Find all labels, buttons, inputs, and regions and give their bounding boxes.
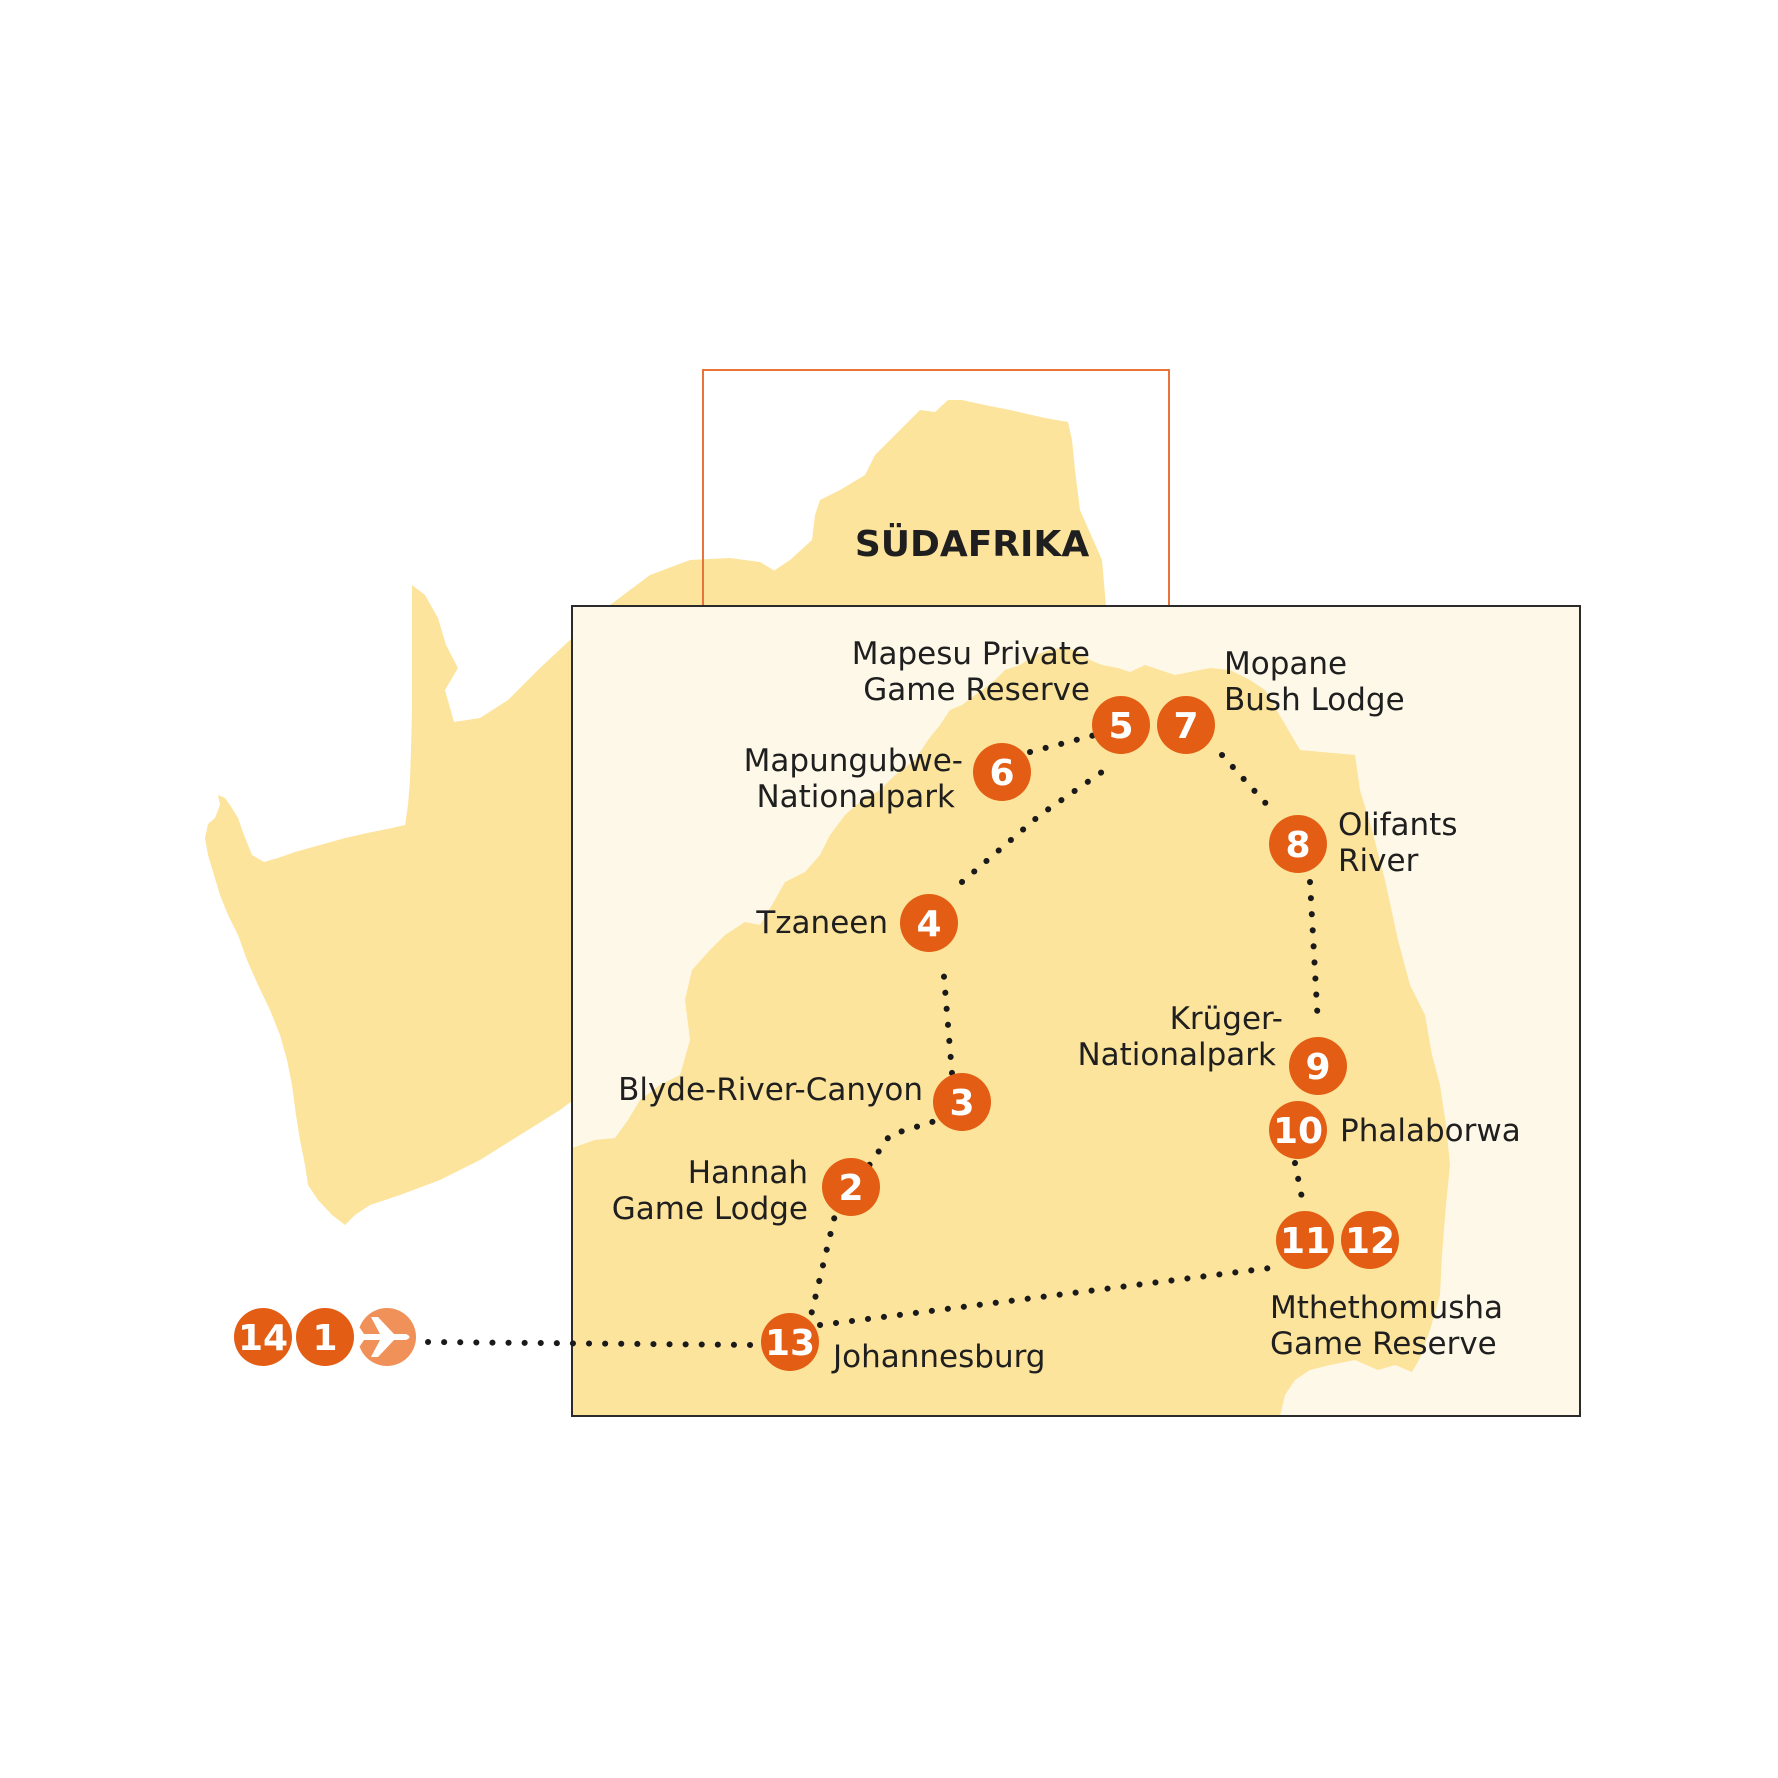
stop-marker-9[interactable]: 9 — [1289, 1037, 1347, 1095]
stop-marker-2-number: 2 — [838, 1168, 863, 1209]
stop-label-tzaneen: Tzaneen — [755, 905, 888, 941]
inset-map-frame — [571, 605, 1581, 1417]
stop-marker-14-number: 14 — [238, 1318, 288, 1359]
airplane-icon — [356, 1317, 410, 1357]
stop-marker-7-number: 7 — [1173, 706, 1198, 747]
stop-label-mapungubwe-line1: Mapungubwe- — [744, 743, 963, 779]
stop-label-olifants-line2: River — [1338, 843, 1419, 879]
stop-marker-1-circle — [296, 1308, 354, 1366]
stop-marker-8[interactable]: 8 — [1269, 815, 1327, 873]
stop-marker-7[interactable]: 7 — [1157, 696, 1215, 754]
stop-label-mapungubwe-line2: Nationalpark — [756, 779, 955, 815]
airport-marker[interactable] — [356, 1308, 416, 1366]
stop-marker-13-number: 13 — [765, 1323, 815, 1364]
stop-label-kruger-line1: Krüger- — [1170, 1001, 1283, 1037]
stop-marker-9-number: 9 — [1305, 1047, 1330, 1088]
stop-marker-3-number: 3 — [949, 1083, 974, 1124]
stop-marker-10-number: 10 — [1273, 1111, 1323, 1152]
route-line — [425, 732, 1321, 1348]
stop-label-mapesu-line2: Game Reserve — [863, 672, 1090, 708]
stop-marker-5-number: 5 — [1108, 706, 1133, 747]
stop-label-olifants-line1: Olifants — [1338, 807, 1458, 843]
stop-marker-13[interactable]: 13 — [761, 1313, 819, 1371]
stop-marker-10[interactable]: 10 — [1269, 1101, 1327, 1159]
stop-label-mthethomusha-line1: Mthethomusha — [1270, 1290, 1503, 1326]
stop-marker-1-number: 1 — [312, 1318, 337, 1359]
stop-label-hannah-line2: Game Lodge — [612, 1191, 808, 1227]
stop-marker-6[interactable]: 6 — [973, 743, 1031, 801]
stop-marker-2[interactable]: 2 — [822, 1158, 880, 1216]
stop-label-hannah-line1: Hannah — [688, 1155, 808, 1191]
stop-marker-10-circle — [1269, 1101, 1327, 1159]
inset-region-land — [572, 648, 1450, 1416]
stop-label-phalaborwa: Phalaborwa — [1340, 1113, 1521, 1149]
stop-marker-8-circle — [1269, 815, 1327, 873]
stop-marker-9-circle — [1289, 1037, 1347, 1095]
stop-marker-14-circle — [234, 1308, 292, 1366]
stop-markers: 14 1 13 Johannesburg 2 Hannah Game Lodge… — [234, 636, 1521, 1375]
stop-marker-11-number: 11 — [1280, 1221, 1330, 1262]
stop-marker-6-circle — [973, 743, 1031, 801]
stop-marker-12-number: 12 — [1345, 1221, 1395, 1262]
stop-marker-4-circle — [900, 894, 958, 952]
stop-marker-3[interactable]: 3 — [933, 1073, 991, 1131]
country-label: SÜDAFRIKA — [855, 523, 1090, 565]
stop-marker-5[interactable]: 5 — [1092, 696, 1150, 754]
stop-marker-12[interactable]: 12 — [1341, 1211, 1399, 1269]
stop-marker-11[interactable]: 11 — [1276, 1211, 1334, 1269]
stop-marker-12-circle — [1341, 1211, 1399, 1269]
stop-marker-8-number: 8 — [1285, 825, 1310, 866]
stop-marker-1[interactable]: 1 — [296, 1308, 354, 1366]
stop-label-blyde-river-canyon: Blyde-River-Canyon — [618, 1072, 923, 1108]
northern-land — [747, 400, 1106, 606]
stop-marker-14[interactable]: 14 — [234, 1308, 292, 1366]
stop-marker-13-circle — [761, 1313, 819, 1371]
stop-marker-11-circle — [1276, 1211, 1334, 1269]
stop-marker-4-number: 4 — [916, 904, 941, 945]
stop-label-johannesburg: Johannesburg — [831, 1339, 1045, 1375]
stop-label-mapesu-line1: Mapesu Private — [852, 636, 1090, 672]
stop-label-kruger-line2: Nationalpark — [1077, 1037, 1276, 1073]
stop-marker-5-circle — [1092, 696, 1150, 754]
stop-marker-3-circle — [933, 1073, 991, 1131]
stop-marker-2-circle — [822, 1158, 880, 1216]
stop-marker-6-number: 6 — [989, 753, 1014, 794]
stop-marker-4[interactable]: 4 — [900, 894, 958, 952]
stop-label-mthethomusha-line2: Game Reserve — [1270, 1326, 1497, 1362]
stop-marker-7-circle — [1157, 696, 1215, 754]
stop-label-mopane-line2: Bush Lodge — [1224, 682, 1405, 718]
stop-label-mopane-line1: Mopane — [1224, 646, 1347, 682]
